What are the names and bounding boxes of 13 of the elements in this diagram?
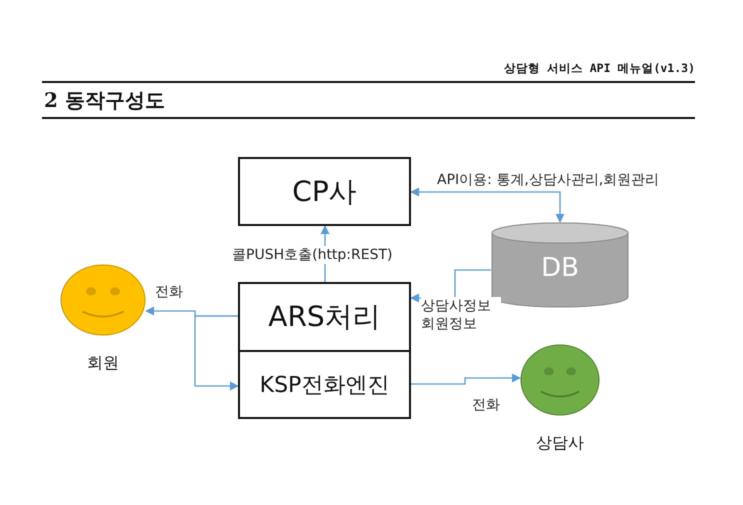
section-title: 2 동작구성도	[44, 87, 165, 114]
process-box: CP사	[238, 157, 411, 226]
arrow	[411, 373, 521, 385]
header-text: 상담형 서비스 API 메뉴얼(v1.3)	[504, 61, 695, 76]
person-label: 상담사	[535, 433, 585, 454]
edge-label: API이용: 통계,상담사관리,회원관리	[437, 171, 660, 190]
arrow	[194, 315, 239, 391]
process-box: KSP전화엔진	[238, 350, 411, 419]
arrow	[410, 187, 565, 223]
edge-label: 콜PUSH호출(http:REST)	[232, 246, 392, 264]
database-label: DB	[540, 253, 580, 283]
process-box: ARS처리	[238, 282, 411, 352]
person-label: 회원	[86, 353, 120, 374]
